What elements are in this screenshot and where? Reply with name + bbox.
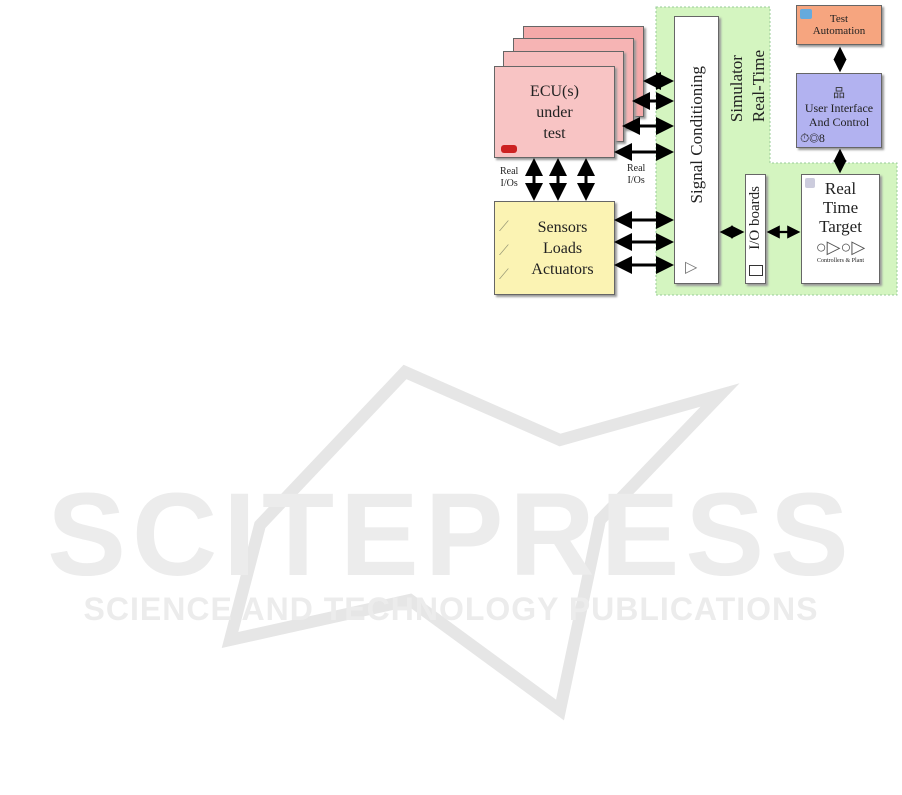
real-time-target-box: Real Time Target ○▷○▷ Controllers & Plan… (801, 174, 880, 284)
book-outline-logo (221, 364, 740, 721)
computer-icon (805, 178, 815, 188)
sensors-label: Actuators (531, 260, 594, 278)
ecu-label: ECU(s) (530, 82, 579, 100)
io-card-icon (749, 265, 763, 276)
user-interface-control-box: 品 User Interface And Control ⏱◎8 (796, 73, 882, 148)
sensor-icon: ⟋ (499, 244, 509, 259)
watermark-tagline: SCIENCE AND TECHNOLOGY PUBLICATIONS (84, 591, 819, 627)
rtt-caption: Controllers & Plant (817, 258, 864, 264)
test-automation-box: Test Automation (796, 5, 882, 45)
connector-icon (501, 145, 517, 153)
watermark-brand: SCITEPRESS (47, 469, 855, 601)
controllers-icon: ○▷○▷ (815, 237, 866, 257)
ecu-label: test (543, 124, 566, 142)
ecu-under-test-box: ECU(s) under test (494, 66, 615, 158)
sensors-loads-actuators-box: Sensors Loads Actuators ⟋ ⟋ ⟋ (494, 201, 615, 295)
amplifier-icon: ▷ (685, 259, 698, 276)
timer-gauge-display-icons: ⏱◎8 (800, 131, 825, 145)
script-icon (800, 9, 812, 19)
sensors-label: Sensors (537, 218, 588, 236)
ecu-label: under (536, 103, 573, 121)
sensors-label: Loads (542, 239, 583, 257)
io-boards-box: I/O boards (745, 174, 766, 284)
sensor-icon: ⟋ (499, 220, 509, 235)
signal-conditioning-box: Signal Conditioning ▷ (674, 16, 719, 284)
sensor-icon: ⟋ (499, 268, 509, 283)
network-icon: 品 (832, 86, 845, 100)
